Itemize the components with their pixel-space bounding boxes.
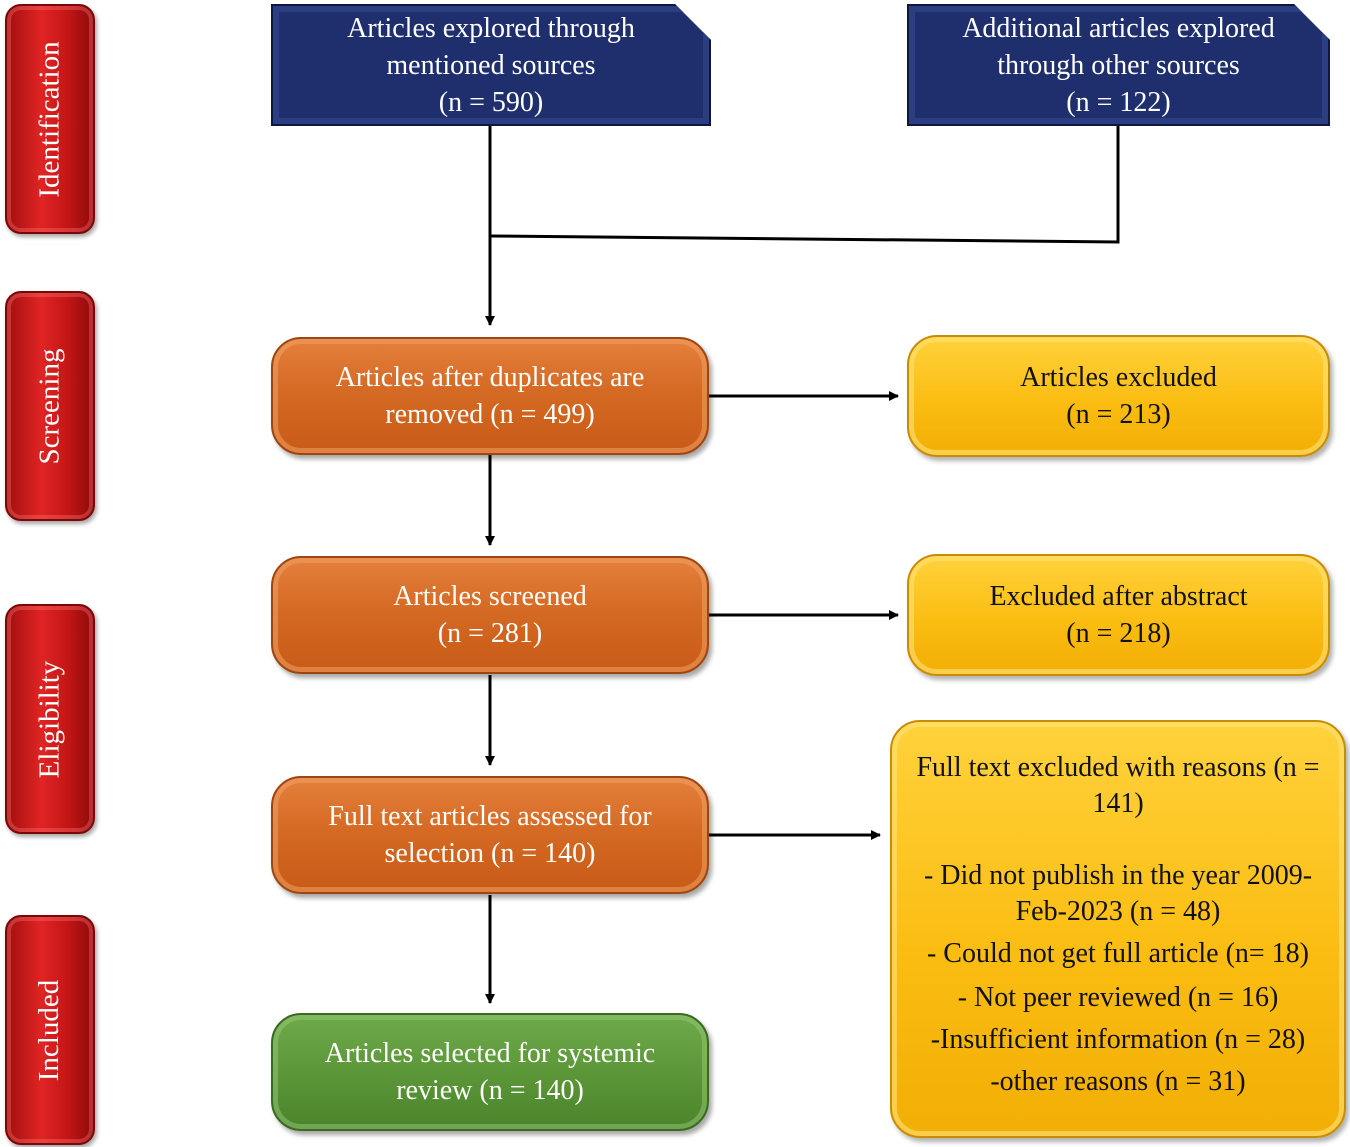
phase-label: Included	[33, 979, 66, 1081]
box-text-line: removed (n = 499)	[385, 399, 595, 430]
box-count: (n = 122)	[1066, 86, 1171, 118]
box-text-line: Articles selected for systemic	[324, 1038, 656, 1069]
phase-label: Identification	[33, 40, 66, 198]
phase-eligibility: Eligibility	[5, 604, 95, 834]
reason-item: - Did not publish in the year 2009-	[923, 860, 1313, 891]
reason-item: - Could not get full article (n= 18)	[926, 938, 1310, 969]
box-text-line: mentioned sources	[386, 49, 596, 81]
phase-screening: Screening	[5, 291, 95, 521]
phase-label: Screening	[33, 348, 66, 464]
box-articles-selected: Articles selected for systemic review (n…	[271, 1013, 709, 1131]
box-articles-screened: Articles screened (n = 281)	[271, 556, 709, 674]
box-text-line: selection (n = 140)	[384, 838, 596, 869]
reason-item: - Not peer reviewed (n = 16)	[957, 982, 1279, 1013]
box-count: (n = 281)	[437, 618, 543, 649]
reason-item: Feb-2023 (n = 48)	[1015, 896, 1221, 927]
box-after-duplicates: Articles after duplicates are removed (n…	[271, 337, 709, 455]
box-text-line: Full text excluded with reasons (n =	[916, 752, 1320, 783]
box-articles-excluded: Articles excluded (n = 213)	[907, 335, 1330, 457]
box-text-line: Articles after duplicates are	[335, 362, 645, 393]
box-count: (n = 218)	[1066, 618, 1171, 649]
box-count: (n = 590)	[438, 86, 544, 118]
reason-item: -Insufficient information (n = 28)	[930, 1024, 1306, 1055]
spacer	[892, 822, 1344, 858]
box-full-text-assessed: Full text articles assessed for selectio…	[271, 776, 709, 894]
box-text-line: Articles excluded	[1020, 362, 1217, 393]
box-text-line: Excluded after abstract	[989, 581, 1248, 612]
box-text-line: Articles screened	[393, 581, 587, 612]
phase-identification: Identification	[5, 4, 95, 234]
box-text-line: Additional articles explored	[962, 12, 1275, 44]
reason-item: -other reasons (n = 31)	[990, 1066, 1246, 1097]
box-count: 141)	[1092, 788, 1144, 819]
box-articles-explored-other: Additional articles explored through oth…	[907, 4, 1330, 126]
box-text-line: review (n = 140)	[396, 1075, 584, 1106]
phase-included: Included	[5, 915, 95, 1145]
box-text-line: through other sources	[997, 49, 1240, 81]
connector-other-sources-join	[489, 126, 1120, 244]
box-text-line: Articles explored through	[347, 12, 635, 44]
box-text-line: Full text articles assessed for	[328, 801, 652, 832]
box-articles-explored-mentioned: Articles explored through mentioned sour…	[271, 4, 711, 126]
box-full-text-excluded: Full text excluded with reasons (n = 141…	[890, 720, 1346, 1138]
box-count: (n = 213)	[1066, 399, 1171, 430]
box-excluded-after-abstract: Excluded after abstract (n = 218)	[907, 554, 1330, 676]
phase-label: Eligibility	[33, 660, 66, 778]
